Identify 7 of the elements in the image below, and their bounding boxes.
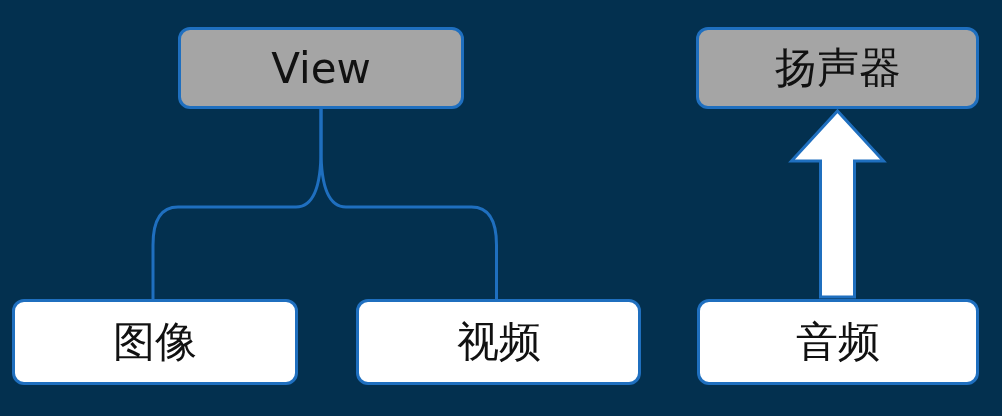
label-box: 音频 bbox=[697, 299, 979, 385]
label-box: 图像 bbox=[12, 299, 298, 385]
label-box: 扬声器 bbox=[696, 27, 979, 109]
block-arrow bbox=[788, 108, 887, 299]
label-box: 视频 bbox=[356, 299, 641, 385]
brace-line bbox=[319, 109, 498, 299]
label-box: View bbox=[178, 27, 464, 109]
